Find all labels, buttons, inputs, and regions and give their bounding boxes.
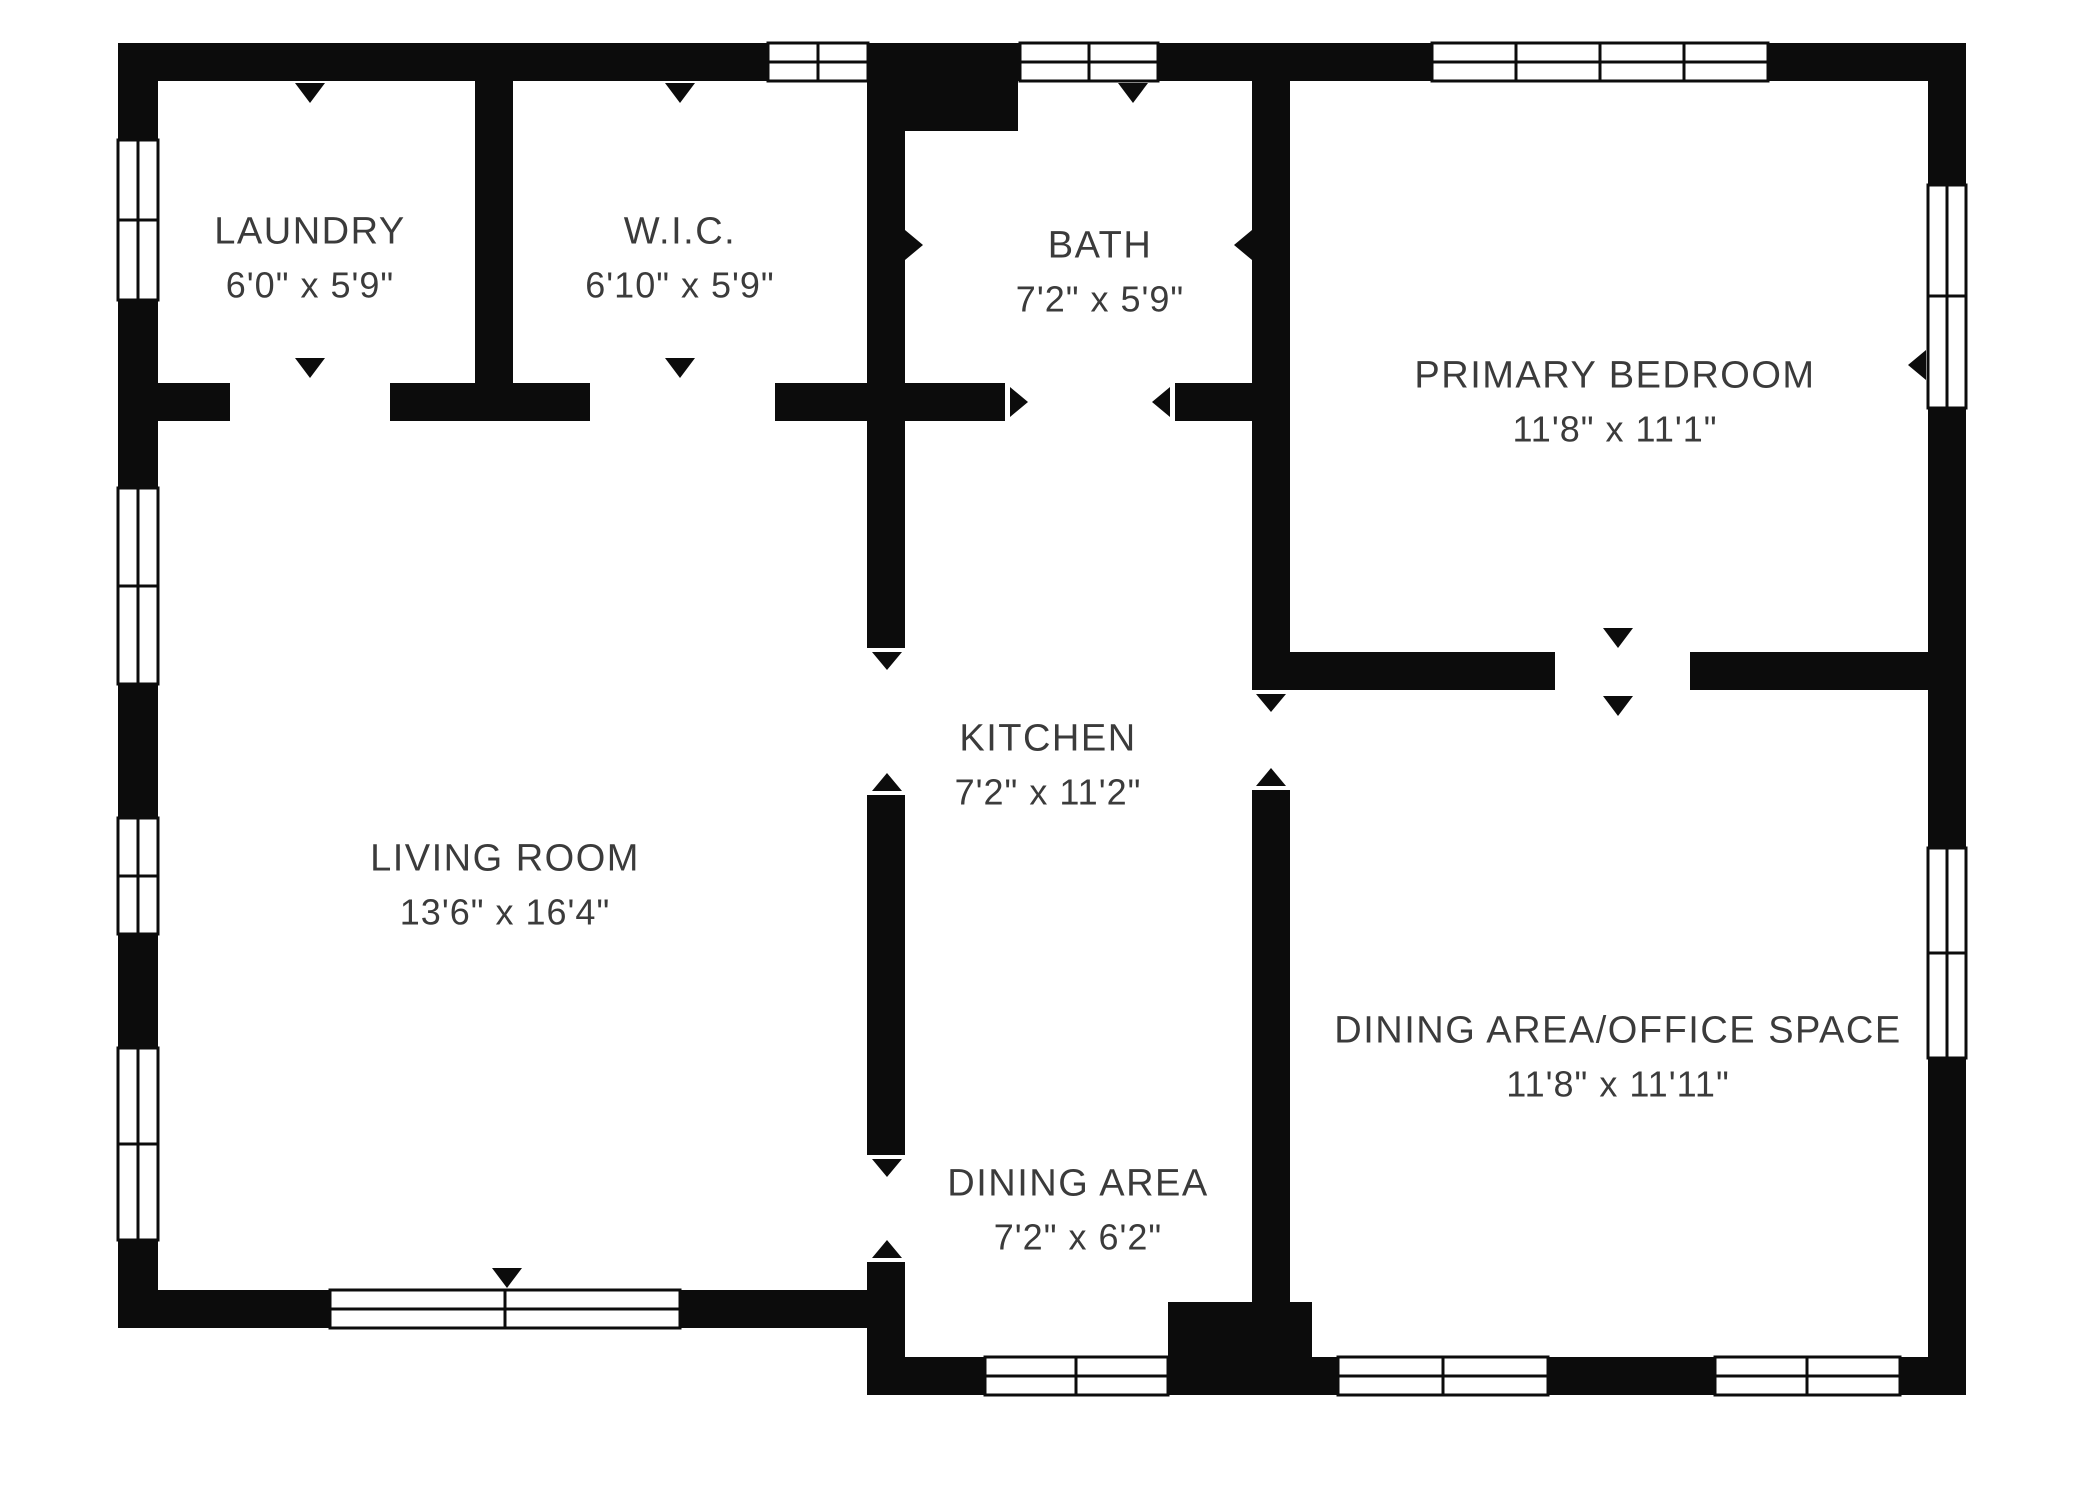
wall-hall-seg-3 — [775, 383, 867, 421]
room-name-dining-area: DINING AREA — [947, 1162, 1209, 1205]
wall-living-kitchen-divider — [867, 795, 905, 1155]
marker-bedroom-door-upper-icon — [1603, 628, 1633, 648]
wall-wic-bath-divider — [867, 81, 905, 648]
wall-hall-seg-5 — [1175, 383, 1290, 421]
marker-wic-door-icon — [665, 358, 695, 378]
window-top-wic — [766, 41, 870, 83]
marker-bedroom-window-icon — [1908, 350, 1926, 380]
window-bottom-living — [328, 1288, 682, 1330]
window-top-bedroom-1 — [1430, 41, 1602, 83]
wall-hall-seg-1 — [158, 383, 230, 421]
room-dims-kitchen: 7'2" x 11'2" — [954, 771, 1142, 813]
marker-laundry-top-icon — [295, 83, 325, 103]
wall-bedroom-bottom-left — [1290, 652, 1555, 690]
wall-hall-seg-4 — [905, 383, 1005, 421]
room-label-bath: BATH 7'2" x 5'9" — [1016, 218, 1184, 325]
room-name-dining-office: DINING AREA/OFFICE SPACE — [1334, 1009, 1902, 1052]
room-dims-living-room: 13'6" x 16'4" — [399, 891, 611, 933]
marker-bedroom-door-lower-icon — [1603, 696, 1633, 716]
room-name-bath: BATH — [1047, 224, 1153, 267]
window-right-office — [1926, 846, 1968, 1060]
room-name-kitchen: KITCHEN — [959, 717, 1137, 760]
marker-kitchen-office-opening-bottom-icon — [1256, 768, 1286, 786]
room-dims-primary-bedroom: 11'8" x 11'1" — [1512, 408, 1718, 450]
marker-kitchen-opening-top-icon — [872, 652, 902, 670]
wall-dining-office-divider — [1252, 790, 1290, 1305]
room-label-dining-area: DINING AREA 7'2" x 6'2" — [947, 1156, 1208, 1263]
room-name-living-room: LIVING ROOM — [370, 837, 640, 880]
marker-dining-opening-top-icon — [872, 1159, 902, 1177]
wall-utility-block — [1168, 1302, 1312, 1395]
wall-living-dining-stub — [867, 1262, 905, 1290]
marker-wic-top-icon — [665, 83, 695, 103]
room-dims-bath: 7'2" x 5'9" — [1015, 278, 1185, 320]
window-left-living-3 — [116, 1046, 160, 1242]
window-right-bedroom — [1926, 183, 1968, 410]
wall-bedroom-bottom-right — [1690, 652, 1928, 690]
marker-laundry-door-icon — [295, 358, 325, 378]
window-left-living-1 — [116, 486, 160, 686]
room-dims-laundry: 6'0" x 5'9" — [225, 264, 395, 306]
door-markers — [295, 83, 1926, 1288]
room-label-laundry: LAUNDRY 6'0" x 5'9" — [214, 204, 405, 311]
room-label-wic: W.I.C. 6'10" x 5'9" — [585, 204, 774, 311]
window-left-living-2 — [116, 816, 160, 936]
marker-bath-wall-left-icon — [905, 230, 923, 260]
room-dims-dining-office: 11'8" x 11'11" — [1506, 1063, 1730, 1105]
marker-bath-door-right-icon — [1152, 387, 1170, 417]
room-name-wic: W.I.C. — [623, 210, 737, 253]
windows — [116, 41, 1968, 1397]
marker-bath-wall-right-icon — [1234, 230, 1252, 260]
room-label-dining-office: DINING AREA/OFFICE SPACE 11'8" x 11'11" — [1334, 1003, 1901, 1110]
window-top-bedroom-2 — [1598, 41, 1770, 83]
marker-bath-window-icon — [1118, 83, 1148, 103]
window-bottom-office-1 — [1336, 1355, 1550, 1397]
room-label-living-room: LIVING ROOM 13'6" x 16'4" — [370, 831, 640, 938]
marker-bath-door-left-icon — [1010, 387, 1028, 417]
room-name-primary-bedroom: PRIMARY BEDROOM — [1414, 354, 1816, 397]
wall-bath-notch — [905, 81, 1018, 131]
room-label-primary-bedroom: PRIMARY BEDROOM 11'8" x 11'1" — [1414, 348, 1815, 455]
wall-hall-seg-2 — [390, 383, 590, 421]
room-label-kitchen: KITCHEN 7'2" x 11'2" — [955, 711, 1142, 818]
marker-dining-opening-bottom-icon — [872, 1240, 902, 1258]
marker-kitchen-opening-bottom-icon — [872, 773, 902, 791]
room-name-laundry: LAUNDRY — [214, 210, 406, 253]
room-dims-dining-area: 7'2" x 6'2" — [993, 1216, 1163, 1258]
marker-living-window-icon — [492, 1268, 522, 1288]
window-bottom-office-2 — [1713, 1355, 1902, 1397]
marker-kitchen-office-opening-top-icon — [1256, 694, 1286, 712]
window-left-laundry — [116, 138, 160, 302]
wall-laundry-wic-divider — [475, 81, 513, 383]
window-top-bath — [1018, 41, 1160, 83]
window-bottom-dining — [983, 1355, 1170, 1397]
room-dims-wic: 6'10" x 5'9" — [585, 264, 775, 306]
